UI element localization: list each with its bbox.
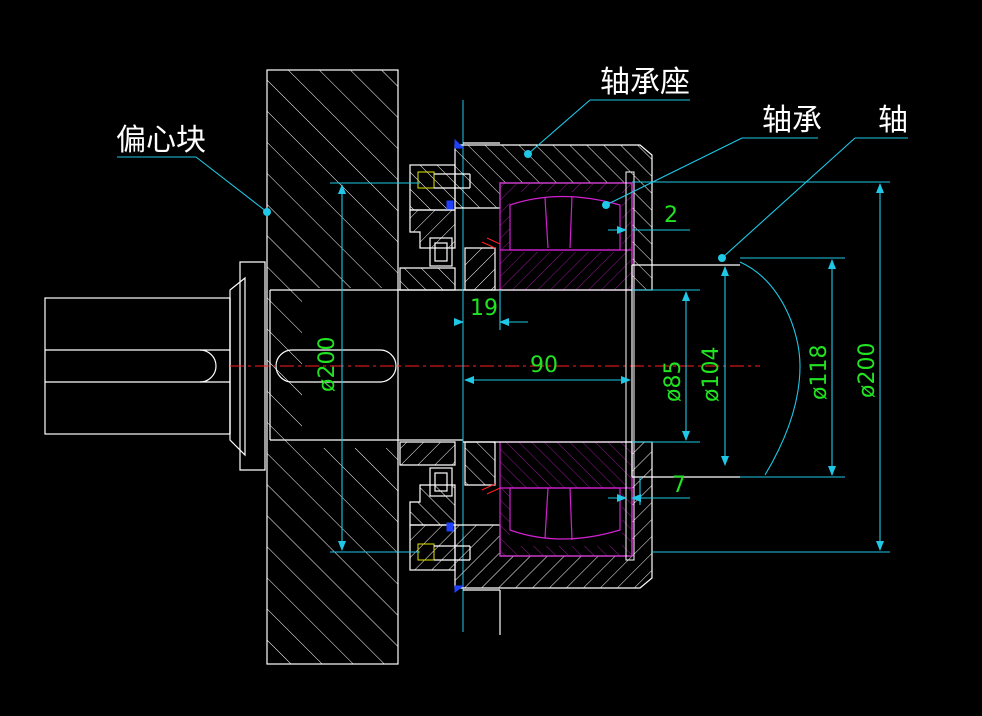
dim-dia-200-left: ø200 [315, 337, 340, 392]
eccentric-block [266, 69, 399, 665]
bolts [417, 138, 501, 635]
shaft-inner [463, 171, 801, 561]
dim-dia-200-right: ø200 [855, 343, 880, 398]
dim-dia-85: ø85 [661, 361, 686, 402]
dim-dia-118: ø118 [807, 345, 832, 400]
dimension-lines [330, 181, 890, 553]
dim-gap-7: 7 [672, 473, 686, 498]
dim-dia-104: ø104 [699, 347, 724, 402]
leader-lines [117, 99, 908, 262]
dim-width-19: 19 [470, 296, 498, 321]
label-shaft: 轴 [878, 103, 908, 138]
dim-length-90: 90 [530, 353, 558, 378]
label-bearing: 轴承 [762, 103, 822, 138]
label-bearing-housing: 轴承座 [600, 65, 690, 100]
bearing-lower [499, 441, 633, 557]
dim-gap-2: 2 [664, 203, 678, 228]
label-eccentric-block: 偏心块 [116, 123, 206, 158]
bearing-upper [499, 182, 633, 291]
